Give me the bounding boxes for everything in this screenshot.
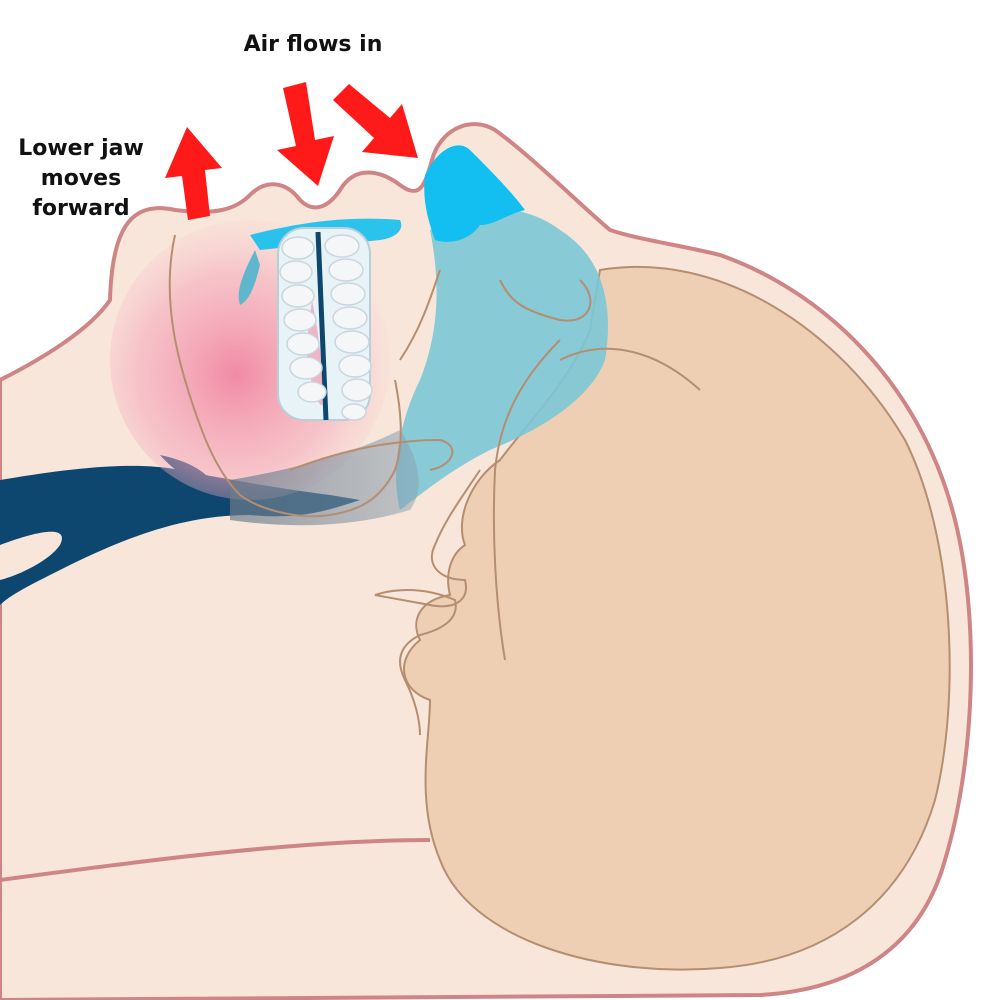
hyoid-line [289,438,454,471]
esophagus-gap [0,531,62,580]
mandible-outline [168,234,402,518]
mouth-guard-teeth-icon [277,227,373,421]
pharynx-channel [230,430,419,526]
red-arrow-down-icon [277,82,334,186]
neck-line [0,838,431,882]
red-arrow-down-icon [333,84,418,158]
cheek-line [492,339,561,661]
lower-jaw-label-line-2: moves [40,166,122,191]
face-profile-line [374,279,701,736]
air-flow-label: Air flows in [243,32,383,57]
nasal-passage [424,145,525,242]
red-arrow-up-icon [165,127,222,220]
nasal-airway [396,209,608,510]
skull-shadow [403,265,951,971]
oral-air-drip [238,250,260,305]
lower-jaw-label: Lower jaw moves forward [6,134,156,224]
lower-jaw-label-line-3: forward [32,196,130,221]
palate-line [399,269,441,361]
lower-jaw-label-line-1: Lower jaw [18,136,144,161]
